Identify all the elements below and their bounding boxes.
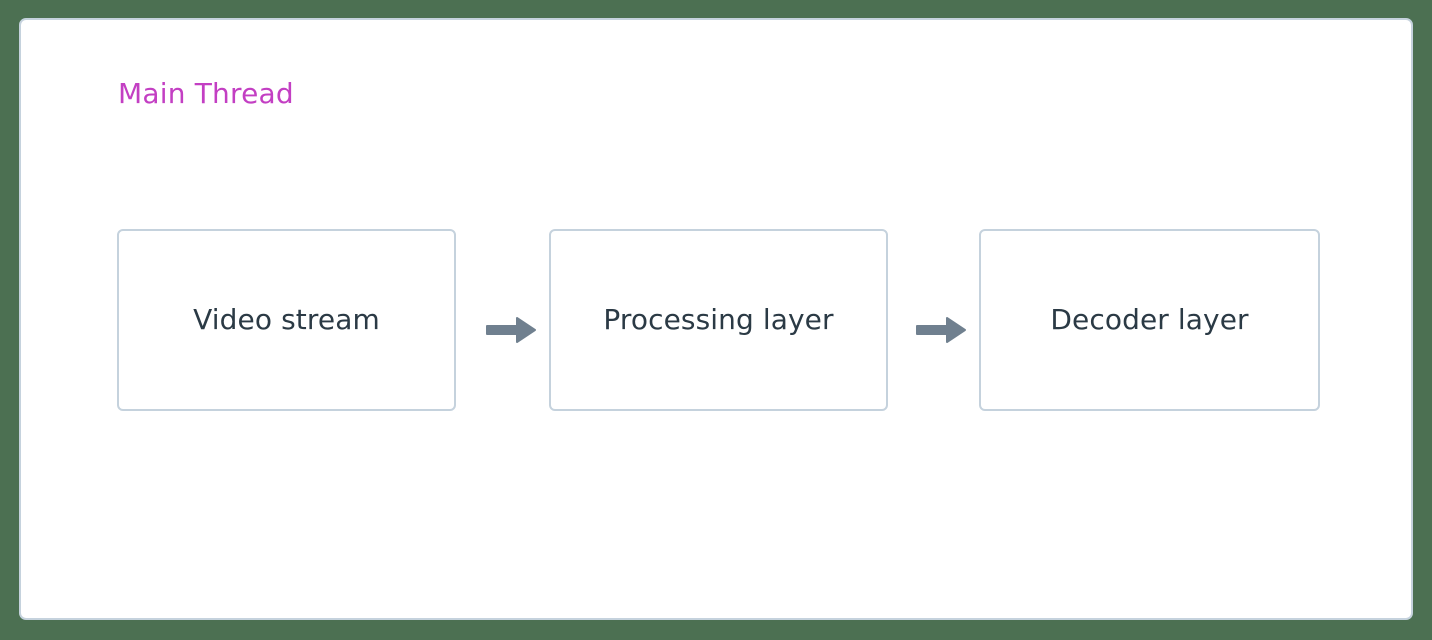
panel-title: Main Thread — [118, 77, 294, 110]
node-processing-layer[interactable]: Processing layer — [549, 229, 888, 411]
node-decoder-layer[interactable]: Decoder layer — [979, 229, 1320, 411]
node-decoder-layer-label: Decoder layer — [1050, 303, 1249, 336]
node-video-stream[interactable]: Video stream — [117, 229, 456, 411]
arrow-processing-to-decoder — [897, 310, 969, 350]
arrow-video-to-processing — [467, 310, 539, 350]
arrow-right-icon — [916, 317, 966, 343]
arrow-right-icon — [486, 317, 536, 343]
main-thread-panel: Main Thread Video stream Processing laye… — [19, 18, 1413, 620]
node-processing-layer-label: Processing layer — [603, 303, 834, 336]
node-video-stream-label: Video stream — [193, 303, 380, 336]
